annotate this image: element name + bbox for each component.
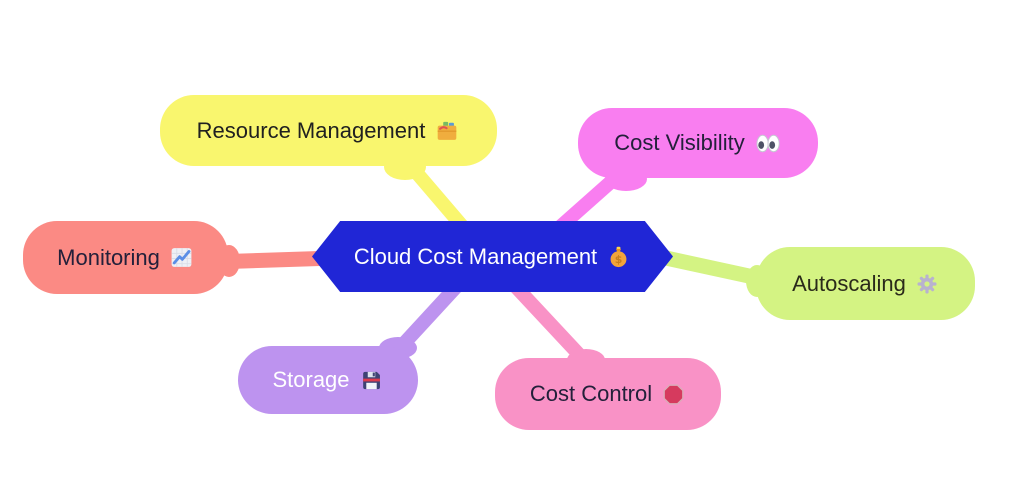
node-storage: Storage [238, 346, 418, 414]
chart-increasing-icon [171, 248, 192, 267]
node-cost-control-label: Cost Control [529, 381, 653, 406]
node-cloud-cost-management-label: Cloud Cost Management [353, 243, 598, 269]
svg-text:$: $ [615, 253, 623, 266]
node-cost-visibility-label: Cost Visibility [614, 130, 745, 155]
node-cloud-cost-management: Cloud Cost Management $ [312, 221, 673, 292]
node-resource-management: Resource Management [160, 95, 497, 166]
node-resource-management-label: Resource Management [196, 117, 426, 143]
edge-cost-control [509, 280, 593, 369]
card-index-dividers-icon [438, 121, 457, 140]
floppy-disk-icon [362, 371, 380, 389]
money-bag-icon: $ [610, 246, 627, 268]
node-storage-label: Storage [272, 367, 350, 392]
node-cost-visibility: Cost Visibility [578, 108, 818, 178]
stop-sign-icon [663, 383, 684, 405]
eyes-icon [756, 134, 780, 152]
node-monitoring: Monitoring [23, 221, 228, 294]
node-monitoring-label: Monitoring [57, 244, 160, 270]
node-autoscaling: Autoscaling [756, 247, 975, 320]
gear-icon [917, 274, 937, 293]
node-cost-control: Cost Control [495, 358, 721, 430]
node-autoscaling-label: Autoscaling [792, 270, 906, 296]
